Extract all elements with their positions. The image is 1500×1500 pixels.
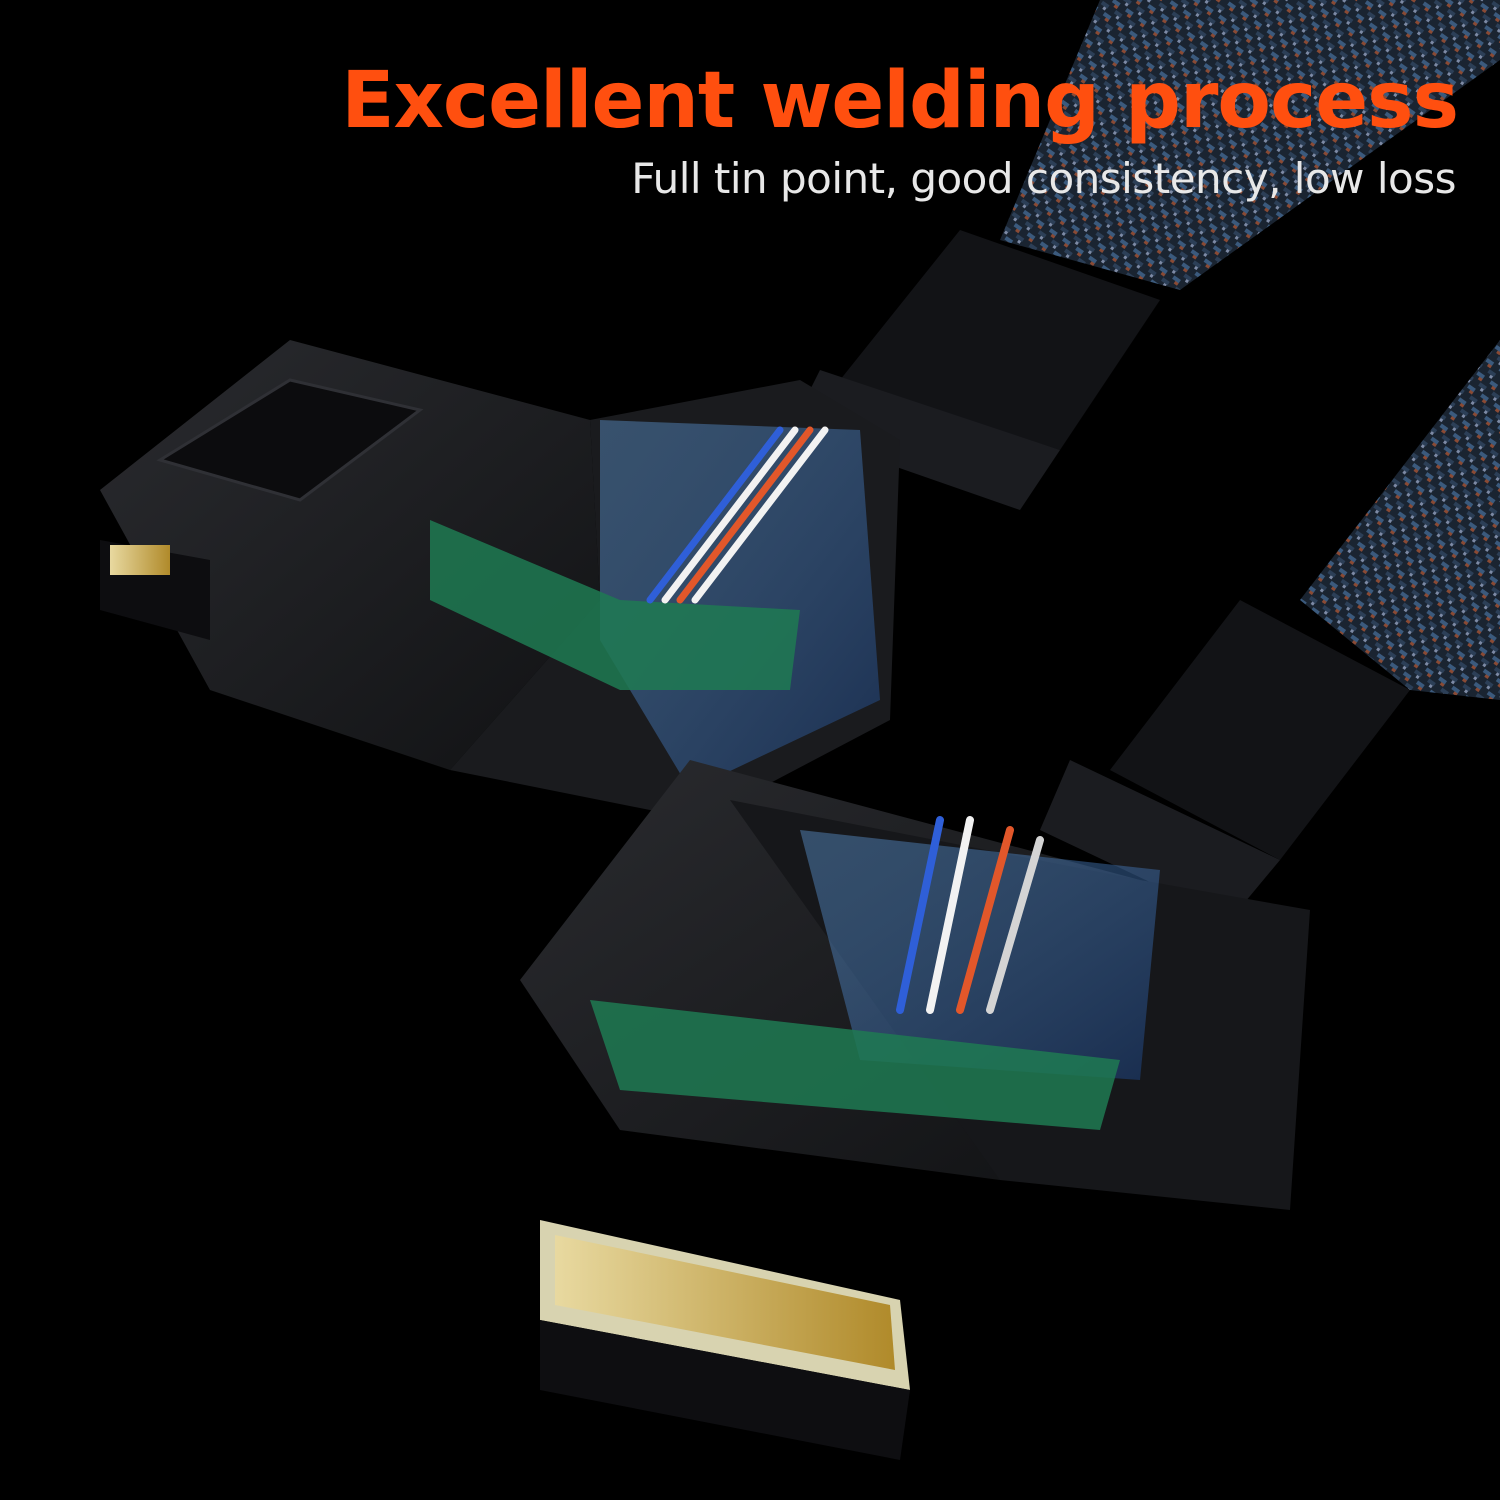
lower-connector — [520, 760, 1310, 1460]
cable-upper — [790, 0, 1500, 510]
subheadline: Full tin point, good consistency, low lo… — [631, 154, 1456, 203]
headline: Excellent welding process — [341, 56, 1459, 146]
cable-lower — [1040, 340, 1500, 920]
upper-connector — [100, 340, 900, 820]
